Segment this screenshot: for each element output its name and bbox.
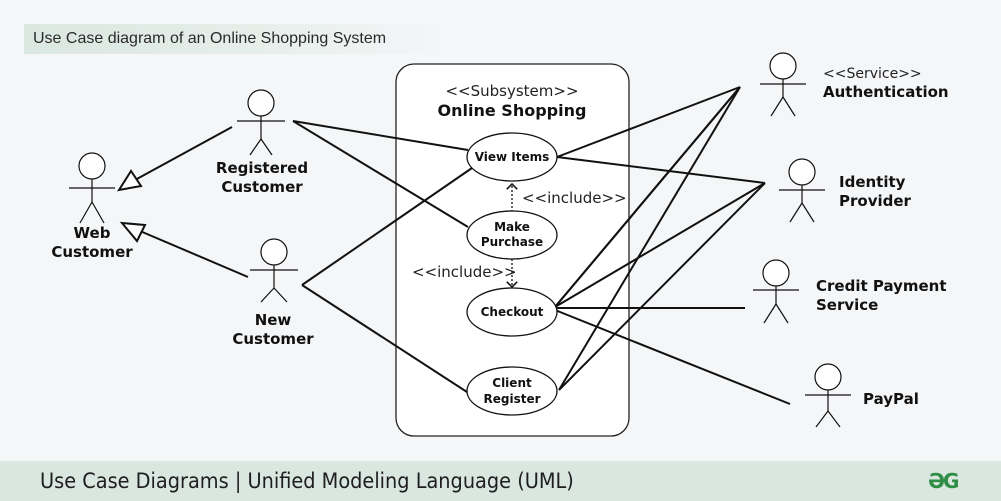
actor-new-customer-icon[interactable] xyxy=(250,238,298,303)
assoc-checkout-identity xyxy=(554,182,766,308)
usecase-client-register[interactable]: Client Register xyxy=(466,366,558,416)
usecase-view-items-label: View Items xyxy=(475,150,550,164)
usecase-checkout-label: Checkout xyxy=(481,305,544,319)
generalization-new-web xyxy=(139,230,249,278)
actor-paypal-label: PayPal xyxy=(863,390,919,408)
generalization-arrowhead-new xyxy=(119,221,147,243)
actor-registered-customer-label-2: Customer xyxy=(221,178,303,196)
actor-credit-payment-label-2: Service xyxy=(816,296,878,314)
usecase-view-items[interactable]: View Items xyxy=(466,132,558,182)
usecase-checkout[interactable]: Checkout xyxy=(466,287,558,337)
footer-caption: Use Case Diagrams | Unified Modeling Lan… xyxy=(40,469,574,493)
usecase-client-register-label-1: Client xyxy=(492,376,532,390)
usecase-make-purchase-label-2: Purchase xyxy=(481,235,543,249)
actor-new-customer-label-2: Customer xyxy=(232,330,314,348)
assoc-registered-makepurchase xyxy=(292,120,469,228)
generalization-arrowhead-registered xyxy=(116,169,143,192)
actor-registered-customer-icon[interactable] xyxy=(237,89,285,156)
associations xyxy=(292,86,791,405)
footer-bar: Use Case Diagrams | Unified Modeling Lan… xyxy=(0,461,1001,501)
generalizations xyxy=(116,126,249,278)
actor-registered-customer-label-1: Registered xyxy=(216,159,308,177)
assoc-clientregister-identity xyxy=(558,182,766,391)
actor-identity-provider-label-2: Provider xyxy=(839,192,912,210)
assoc-viewitems-identity xyxy=(556,156,766,184)
use-case-diagram: <<Subsystem>> Online Shopping <<include>… xyxy=(51,52,949,437)
assoc-clientregister-authentication xyxy=(558,86,741,391)
actor-web-customer-icon[interactable] xyxy=(69,152,115,224)
assoc-viewitems-authentication xyxy=(556,86,741,158)
actor-credit-payment-label-1: Credit Payment xyxy=(816,277,947,295)
assoc-checkout-authentication-2 xyxy=(554,86,741,308)
subsystem-stereotype: <<Subsystem>> xyxy=(445,82,578,100)
actor-new-customer-label-1: New xyxy=(255,311,292,329)
actor-credit-payment-icon[interactable] xyxy=(753,259,799,324)
assoc-new-viewitems xyxy=(301,167,473,286)
diagram-title: Use Case diagram of an Online Shopping S… xyxy=(33,30,387,47)
actor-authentication-stereotype: <<Service>> xyxy=(823,66,922,82)
actor-authentication-name: Authentication xyxy=(823,83,949,101)
generalization-registered-web xyxy=(134,126,233,181)
subsystem-name: Online Shopping xyxy=(438,101,587,120)
assoc-new-clientregister xyxy=(301,284,468,393)
actor-paypal-icon[interactable] xyxy=(805,363,851,428)
include-label-top: <<include>> xyxy=(522,189,627,207)
assoc-checkout-paypal xyxy=(554,309,791,405)
actor-identity-provider-icon[interactable] xyxy=(779,158,825,223)
gfg-logo-icon[interactable]: ƏG xyxy=(928,469,959,493)
usecase-make-purchase-label-1: Make xyxy=(494,220,530,234)
title-banner xyxy=(24,24,444,54)
actor-web-customer-label-2: Customer xyxy=(51,243,133,261)
usecase-make-purchase[interactable]: Make Purchase xyxy=(466,210,558,260)
actor-authentication-icon[interactable] xyxy=(760,52,806,117)
usecase-client-register-label-2: Register xyxy=(483,392,540,406)
assoc-registered-viewitems xyxy=(292,120,469,151)
actor-identity-provider-label-1: Identity xyxy=(839,173,906,191)
include-label-bottom: <<include>> xyxy=(412,263,517,281)
actor-web-customer-label-1: Web xyxy=(74,224,111,242)
